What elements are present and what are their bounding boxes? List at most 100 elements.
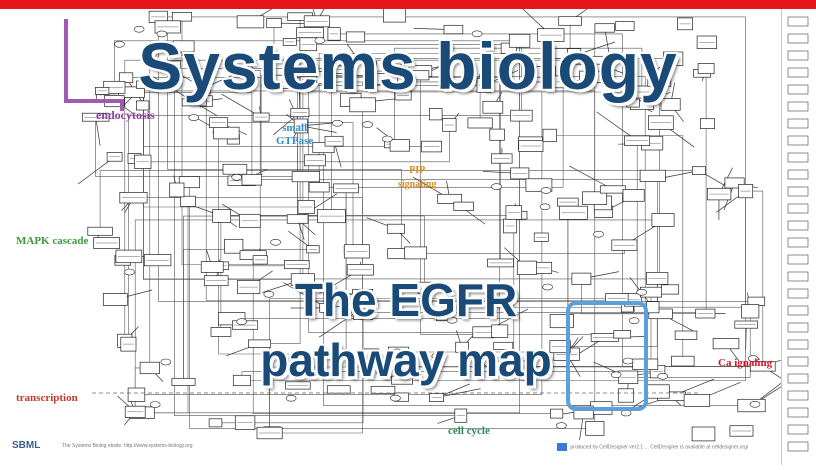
pathway-node: [237, 16, 264, 28]
legend-symbol: [788, 238, 808, 247]
pathway-molecule: [540, 204, 550, 210]
legend-symbol: [788, 374, 808, 383]
pathway-node: [140, 362, 159, 374]
legend-symbol: [788, 119, 808, 128]
pathway-molecule: [637, 289, 647, 295]
pathway-node: [88, 227, 113, 235]
pathway-node: [618, 389, 633, 402]
pathway-node: [267, 18, 282, 27]
pathway-node: [586, 421, 604, 435]
legend-symbol: [788, 408, 808, 417]
legend-symbol: [788, 187, 808, 196]
pathway-node: [223, 164, 247, 174]
legend-symbol: [788, 272, 808, 281]
pathway-node: [214, 127, 240, 139]
transcription-label: transcription: [16, 392, 78, 404]
legend-symbol: [788, 306, 808, 315]
pathway-node: [309, 183, 329, 192]
pip-signaling-label: PIP signaling: [398, 164, 436, 192]
pathway-node: [661, 285, 678, 294]
subtitle-line1: The EGFR: [216, 270, 596, 330]
pathway-node: [213, 210, 231, 223]
pathway-node: [242, 174, 262, 185]
pathway-molecule: [271, 239, 281, 245]
pathway-node: [684, 394, 710, 406]
small-gtpase-label: small GTPase: [276, 122, 313, 148]
pathway-node: [390, 140, 409, 152]
pathway-node: [170, 183, 184, 197]
pathway-molecule: [161, 359, 171, 365]
pathway-molecule: [363, 122, 373, 128]
pathway-node: [748, 297, 765, 305]
pathway-molecule: [541, 187, 551, 193]
small-gtpase-label-line1: small: [276, 122, 313, 135]
sbml-logo: SBML: [12, 440, 40, 451]
legend-symbol: [788, 391, 808, 400]
cell-cycle-label: cell cycle: [448, 425, 490, 437]
legend-symbol: [788, 357, 808, 366]
footer-credit-right-text: produced by CellDesigner ver2.1 ... Cell…: [570, 444, 748, 450]
legend-symbol: [788, 136, 808, 145]
legend-symbol: [788, 323, 808, 332]
legend-symbol: [788, 170, 808, 179]
pathway-node: [713, 339, 739, 349]
pathway-node: [172, 378, 195, 385]
legend-symbol: [788, 153, 808, 162]
legend-symbol: [788, 221, 808, 230]
endocytosis-label: endocytosis: [96, 108, 155, 123]
pathway-edge: [746, 191, 763, 366]
pip-label-line2: signaling: [398, 178, 436, 192]
pathway-node: [742, 305, 759, 318]
legend-symbol: [788, 442, 808, 451]
pathway-node: [692, 427, 715, 441]
legend-symbol: [788, 204, 808, 213]
legend-symbol: [788, 255, 808, 264]
ca-signaling-label: Ca ignaling: [718, 357, 772, 369]
pathway-molecule: [658, 373, 668, 379]
pathway-node: [559, 17, 582, 26]
pathway-molecule: [594, 231, 604, 237]
pathway-edge: [401, 245, 624, 254]
pip-label-line1: PIP: [398, 164, 436, 178]
pathway-node: [692, 167, 705, 175]
legend-symbol: [788, 340, 808, 349]
pathway-node: [652, 213, 674, 226]
pathway-node: [675, 331, 697, 340]
footer-credit-right: produced by CellDesigner ver2.1 ... Cell…: [555, 443, 748, 451]
pathway-molecule: [390, 395, 400, 401]
legend-symbol: [788, 425, 808, 434]
pathway-edge: [501, 82, 564, 263]
pathway-molecule: [611, 372, 621, 378]
main-title: Systems biology: [0, 28, 816, 104]
pathway-node: [583, 192, 607, 205]
pathway-node: [490, 129, 505, 140]
small-gtpase-label-line2: GTPase: [276, 135, 313, 148]
pathway-node: [614, 331, 631, 339]
pathway-node: [429, 108, 442, 120]
pathway-molecule: [332, 120, 342, 126]
pathway-node: [600, 186, 625, 193]
pathway-node: [128, 388, 145, 401]
pathway-node: [287, 215, 308, 224]
pathway-node: [454, 202, 474, 210]
pathway-node: [209, 419, 222, 427]
pathway-molecule: [232, 174, 242, 180]
pathway-node: [292, 171, 320, 181]
pathway-molecule: [189, 115, 199, 121]
pathway-molecule: [492, 184, 502, 190]
pathway-node: [405, 247, 427, 259]
pathway-node: [640, 170, 665, 181]
celldesigner-icon: [557, 443, 567, 451]
pathway-molecule: [150, 402, 160, 408]
pathway-node: [181, 196, 196, 206]
pathway-node: [103, 294, 127, 306]
pathway-molecule: [623, 358, 633, 364]
pathway-molecule: [750, 401, 760, 407]
pathway-node: [671, 356, 694, 366]
legend-symbol: [788, 17, 808, 26]
top-accent-bar: [0, 0, 816, 9]
subtitle-line2: pathway map: [216, 330, 596, 390]
pathway-node: [383, 9, 405, 22]
pathway-molecule: [382, 136, 392, 142]
pathway-node: [387, 224, 404, 233]
